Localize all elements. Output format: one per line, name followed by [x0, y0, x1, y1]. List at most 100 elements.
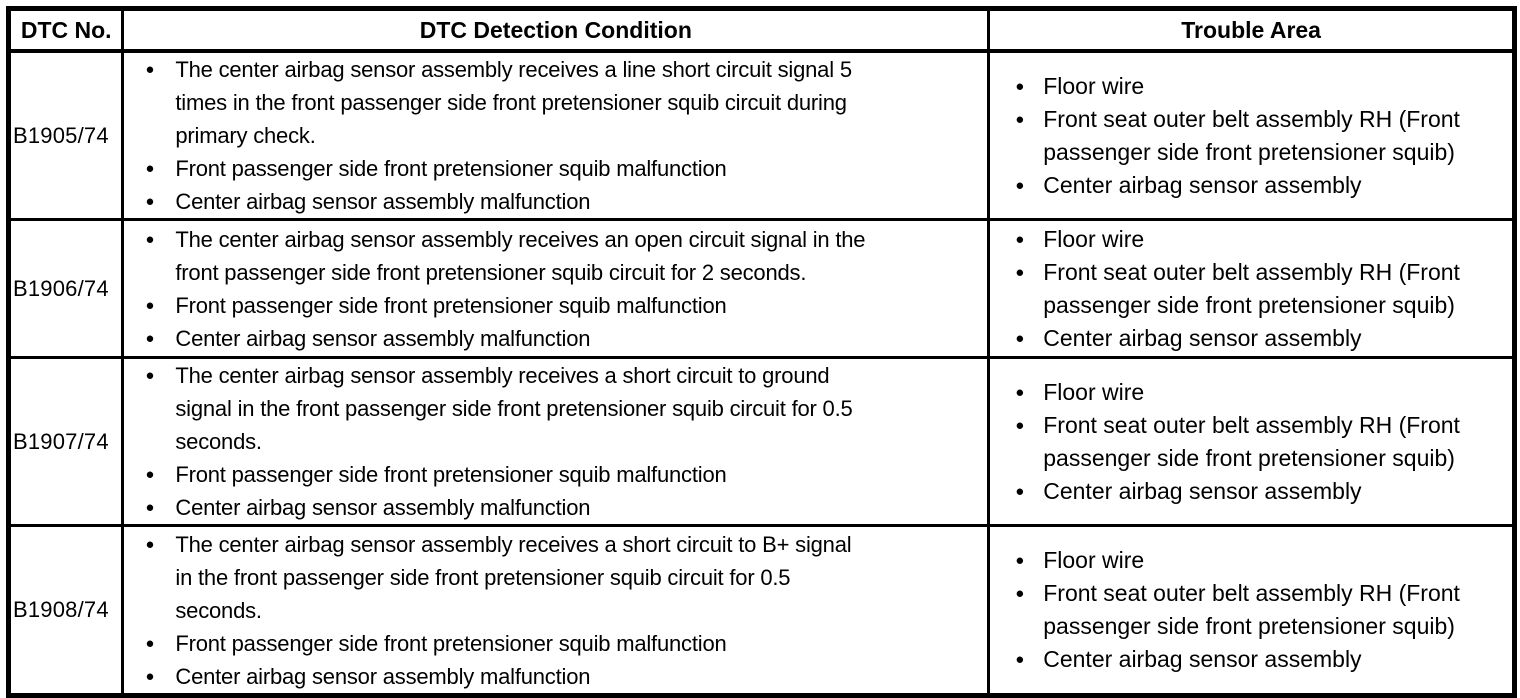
detection-condition-cell: ● The center airbag sensor assembly recei… [121, 356, 991, 527]
detection-condition-item: ● Front passenger side front pretensioner… [145, 458, 981, 491]
trouble-area-item-text: Front seat outer belt assembly RH (Front… [1043, 411, 1460, 471]
dtc-no-label: B1906/74 [13, 275, 109, 301]
document-page: DTC No. DTC Detection Condition Trouble … [6, 6, 1517, 698]
trouble-area-item: ● Floor wire [1015, 376, 1508, 409]
detection-condition-list: ● The center airbag sensor assembly recei… [124, 359, 987, 524]
trouble-area-item-text: Floor wire [1043, 72, 1145, 99]
detection-condition-item-text: The center airbag sensor assembly receiv… [175, 226, 866, 285]
trouble-area-item: ● Center airbag sensor assembly [1015, 169, 1508, 202]
trouble-area-item: ● Front seat outer belt assembly RH (Fron… [1015, 256, 1508, 322]
trouble-area-cell: ● Floor wire ● Front seat outer belt assemb… [987, 49, 1516, 221]
bullet-icon: ● [1015, 585, 1025, 602]
table-row: B1908/74 ● The center airbag sensor assemb… [6, 524, 1516, 697]
bullet-icon: ● [145, 634, 155, 652]
bullet-icon: ● [145, 499, 155, 516]
trouble-area-item: ● Floor wire [1015, 70, 1508, 103]
bullet-icon: ● [145, 230, 155, 248]
trouble-area-item: ● Center airbag sensor assembly [1015, 322, 1508, 355]
detection-condition-item-text: Front passenger side front pretensioner … [175, 630, 727, 656]
column-header-dtc-no: DTC No. [6, 7, 125, 53]
bullet-icon: ● [145, 160, 155, 177]
detection-condition-item: ● Center airbag sensor assembly malfuncti… [145, 322, 981, 355]
dtc-table: DTC No. DTC Detection Condition Trouble … [6, 6, 1517, 698]
trouble-area-cell: ● Floor wire ● Front seat outer belt assemb… [987, 356, 1516, 527]
detection-condition-cell: ● The center airbag sensor assembly recei… [121, 49, 991, 221]
detection-condition-item: ● Center airbag sensor assembly malfuncti… [145, 185, 981, 218]
table-row: B1905/74 ● The center airbag sensor assemb… [6, 49, 1516, 221]
detection-condition-item: ● Front passenger side front pretensioner… [145, 627, 981, 660]
detection-condition-item-text: Center airbag sensor assembly malfunctio… [175, 325, 591, 351]
column-header-trouble-area: Trouble Area [987, 7, 1516, 53]
trouble-area-item-text: Floor wire [1043, 378, 1145, 405]
trouble-area-item: ● Front seat outer belt assembly RH (Fron… [1015, 103, 1508, 169]
table-row: B1906/74 ● The center airbag sensor assemb… [6, 218, 1516, 359]
dtc-no-cell: B1907/74 [6, 356, 125, 527]
bullet-icon: ● [1015, 110, 1025, 128]
bullet-icon: ● [1015, 416, 1025, 434]
trouble-area-item-text: Center airbag sensor assembly [1043, 324, 1362, 351]
trouble-area-item-text: Floor wire [1043, 547, 1145, 573]
trouble-area-list: ● Floor wire ● Front seat outer belt assemb… [990, 376, 1512, 508]
trouble-area-item-text: Center airbag sensor assembly [1043, 171, 1362, 198]
column-header-detection-condition: DTC Detection Condition [121, 7, 991, 53]
detection-condition-list: ● The center airbag sensor assembly recei… [124, 223, 987, 355]
trouble-area-cell: ● Floor wire ● Front seat outer belt assemb… [987, 218, 1516, 359]
trouble-area-list: ● Floor wire ● Front seat outer belt assemb… [990, 70, 1512, 202]
detection-condition-item-text: The center airbag sensor assembly receiv… [175, 531, 852, 623]
trouble-area-item-text: Front seat outer belt assembly RH (Front… [1043, 258, 1460, 318]
bullet-icon: ● [145, 296, 155, 314]
table-row: B1907/74 ● The center airbag sensor assemb… [6, 356, 1516, 527]
trouble-area-item: ● Front seat outer belt assembly RH (Fron… [1015, 577, 1508, 643]
bullet-icon: ● [1015, 77, 1025, 95]
trouble-area-item-text: Floor wire [1043, 225, 1145, 252]
detection-condition-item-text: Front passenger side front pretensioner … [175, 156, 727, 181]
trouble-area-item: ●Center airbag sensor assembly [1015, 475, 1508, 508]
bullet-icon: ● [145, 193, 155, 210]
dtc-no-label: B1907/74 [13, 428, 109, 454]
dtc-no-cell: B1906/74 [6, 218, 125, 359]
dtc-no-cell: B1905/74 [6, 49, 125, 221]
detection-condition-cell: ● The center airbag sensor assembly recei… [121, 524, 991, 697]
trouble-area-item: ● Floor wire [1015, 544, 1508, 577]
bullet-icon: ● [1015, 176, 1025, 194]
detection-condition-item: ● The center airbag sensor assembly recei… [145, 359, 981, 458]
detection-condition-item-text: Center airbag sensor assembly malfunctio… [175, 495, 591, 520]
dtc-no-cell: B1908/74 [6, 524, 125, 697]
detection-condition-item: ● Front passenger side front pretensioner… [145, 152, 981, 185]
bullet-icon: ● [1015, 383, 1025, 401]
bullet-icon: ● [1015, 263, 1025, 281]
trouble-area-item-text: Center airbag sensor assembly [1043, 646, 1362, 672]
trouble-area-cell: ● Floor wire ● Front seat outer belt assemb… [987, 524, 1516, 697]
dtc-no-label: B1908/74 [13, 597, 109, 622]
detection-condition-item: ● Center airbag sensor assembly malfuncti… [145, 491, 981, 524]
bullet-icon: ● [1015, 651, 1025, 668]
trouble-area-item-text: Front seat outer belt assembly RH (Front… [1043, 580, 1460, 639]
bullet-icon: ● [145, 466, 155, 483]
trouble-area-item: ● Center airbag sensor assembly [1015, 643, 1508, 676]
trouble-area-item: ● Floor wire [1015, 223, 1508, 256]
table-header: DTC No. DTC Detection Condition Trouble … [6, 7, 1516, 53]
bullet-icon: ● [145, 367, 155, 384]
bullet-icon: ● [1015, 329, 1025, 347]
bullet-icon: ● [1015, 482, 1025, 500]
dtc-no-label: B1905/74 [13, 122, 109, 148]
trouble-area-list: ● Floor wire ● Front seat outer belt assemb… [990, 544, 1512, 676]
bullet-icon: ● [1015, 552, 1025, 569]
detection-condition-item-text: The center airbag sensor assembly receiv… [175, 57, 852, 148]
detection-condition-item: ● Front passenger side front pretensioner… [145, 289, 981, 322]
trouble-area-item: ● Front seat outer belt assembly RH (Fron… [1015, 409, 1508, 475]
detection-condition-item-text: Center airbag sensor assembly malfunctio… [175, 663, 591, 689]
detection-condition-item: ● The center airbag sensor assembly recei… [145, 528, 981, 627]
detection-condition-item: ● The center airbag sensor assembly recei… [145, 53, 981, 152]
detection-condition-item-text: Front passenger side front pretensioner … [175, 292, 727, 318]
bullet-icon: ● [145, 535, 155, 553]
detection-condition-item-text: Front passenger side front pretensioner … [175, 462, 727, 487]
detection-condition-item-text: The center airbag sensor assembly receiv… [175, 363, 853, 454]
detection-condition-item-text: Center airbag sensor assembly malfunctio… [175, 189, 591, 214]
detection-condition-cell: ● The center airbag sensor assembly recei… [121, 218, 991, 359]
bullet-icon: ● [1015, 230, 1025, 248]
bullet-icon: ● [145, 61, 155, 78]
table-body: B1905/74 ● The center airbag sensor assemb… [6, 49, 1516, 697]
trouble-area-item-text: Front seat outer belt assembly RH (Front… [1043, 105, 1460, 165]
bullet-icon: ● [145, 329, 155, 347]
